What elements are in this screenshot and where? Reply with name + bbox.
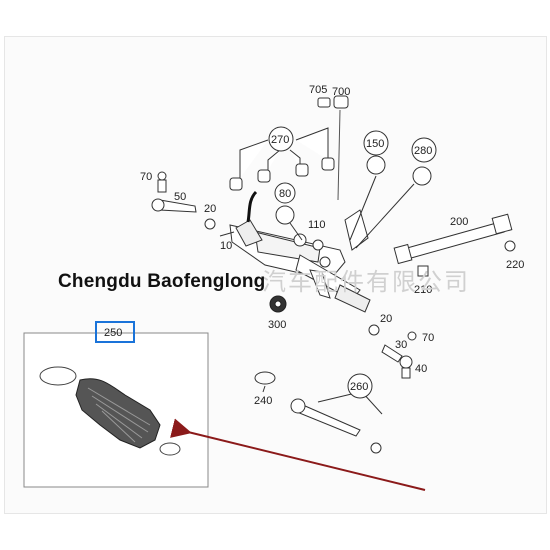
- part-30-40-tie-rod-end-right: [381, 344, 413, 379]
- callout-705: 705: [309, 84, 327, 96]
- part-220: [504, 240, 516, 252]
- callout-40: 40: [415, 363, 427, 375]
- callout-10: 10: [220, 240, 232, 252]
- callout-80: 80: [279, 188, 291, 200]
- red-pointer-arrow: [170, 418, 426, 491]
- callout-220: 220: [506, 259, 524, 271]
- part-70-right: [407, 331, 417, 341]
- callout-110: 110: [308, 219, 326, 231]
- callout-50: 50: [174, 191, 186, 203]
- callout-20-left: 20: [204, 203, 216, 215]
- callout-circles: [268, 126, 437, 399]
- watermark-company: Chengdu Baofenglong: [58, 271, 266, 292]
- part-260-inner-tie-rod: [290, 391, 383, 454]
- part-280: [355, 166, 432, 249]
- callout-700: 700: [332, 86, 350, 98]
- part-20-nut-left: [204, 218, 216, 230]
- steering-rack-assembly: [229, 209, 371, 313]
- part-270-bushings: [229, 127, 335, 191]
- callout-70-right: 70: [422, 332, 434, 344]
- callout-150: 150: [366, 138, 384, 150]
- part-705-700: [317, 95, 349, 201]
- callout-260: 260: [350, 381, 368, 393]
- part-10: [219, 231, 235, 237]
- callout-300: 300: [268, 319, 286, 331]
- callout-280: 280: [414, 145, 432, 157]
- part-110: [312, 239, 324, 251]
- callout-30: 30: [395, 339, 407, 351]
- part-200-shaft: [393, 213, 513, 265]
- part-50-tie-rod-end-left: [151, 171, 197, 213]
- part-300-pulley: [269, 295, 287, 313]
- callout-250: 250: [104, 327, 122, 339]
- part-80: [275, 205, 303, 241]
- part-210: [417, 265, 429, 277]
- callout-270: 270: [271, 134, 289, 146]
- blue-highlight-box: [95, 321, 135, 343]
- watermark-cjk: 汽车配件有限公司: [262, 268, 470, 296]
- callout-20-right: 20: [380, 313, 392, 325]
- callout-210: 210: [414, 284, 432, 296]
- part-20-nut-right: [368, 324, 380, 336]
- part-250-boot: [39, 366, 181, 456]
- hose: [246, 190, 258, 223]
- part-240-clamp: [254, 371, 276, 393]
- part-150: [349, 155, 386, 241]
- callout-70-left: 70: [140, 171, 152, 183]
- callout-240: 240: [254, 395, 272, 407]
- callout-200: 200: [450, 216, 468, 228]
